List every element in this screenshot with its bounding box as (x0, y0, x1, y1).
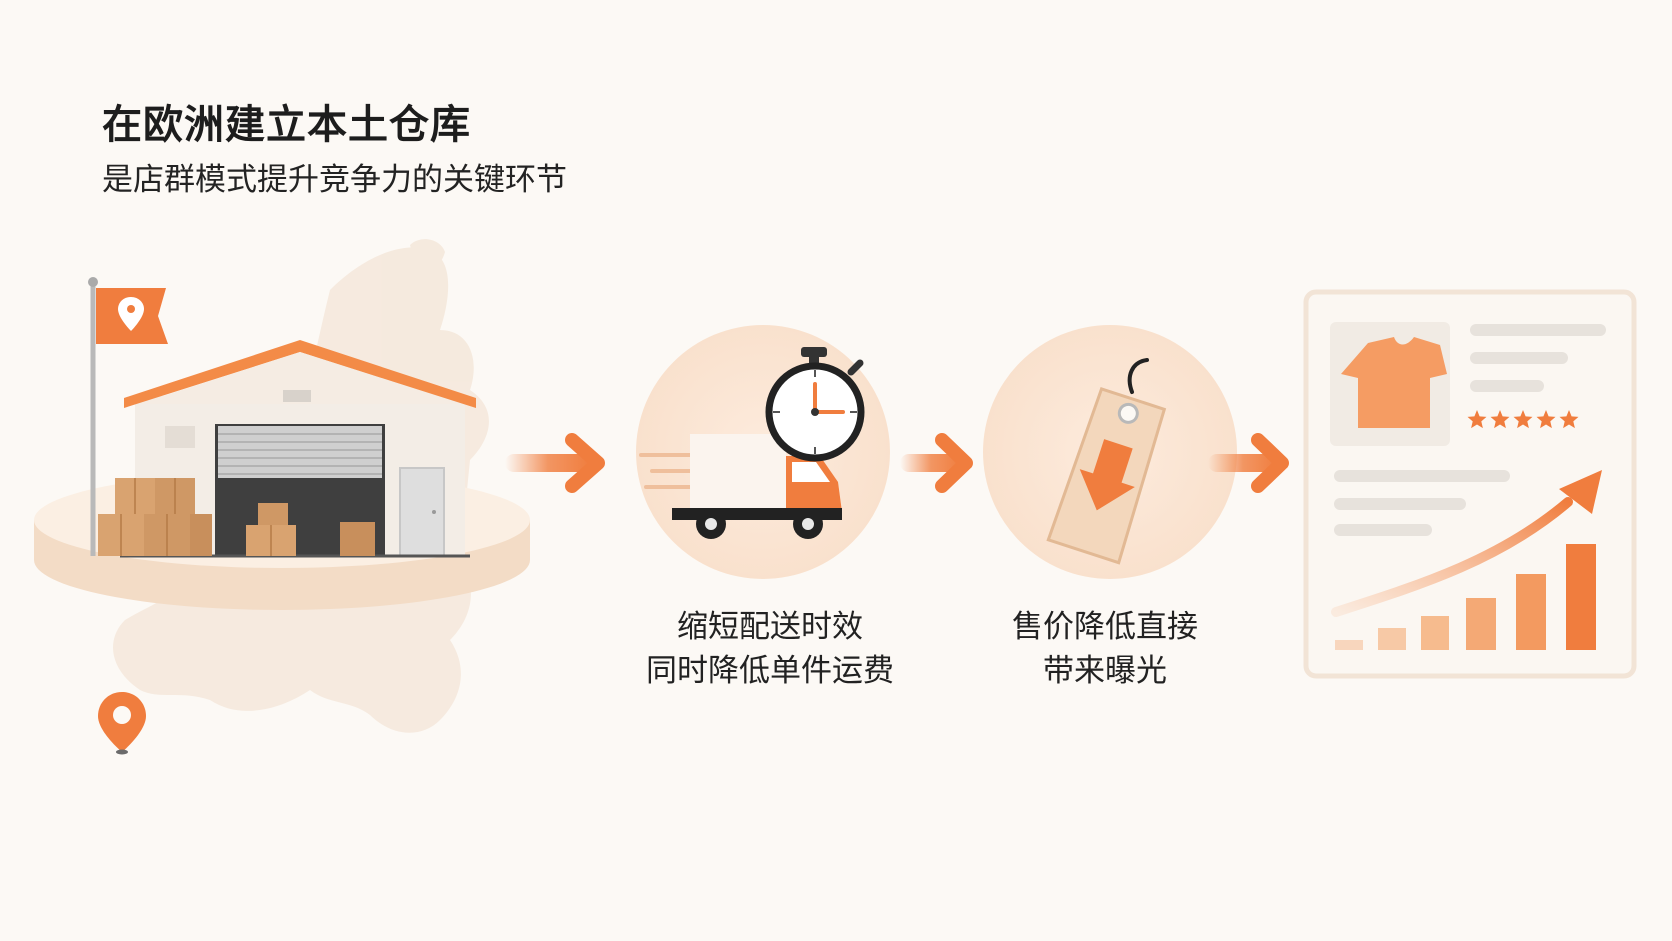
warehouse-icon (120, 340, 476, 558)
cardboard-boxes-icon (98, 478, 375, 556)
step-delivery-caption-line-2: 同时降低单件运费 (646, 653, 894, 689)
page-title: 在欧洲建立本土仓库 (102, 102, 471, 148)
growth-bars (1335, 544, 1596, 650)
map-pin-icon (98, 692, 146, 755)
star-icon (1467, 410, 1487, 429)
step-delivery-caption: 缩短配送时效 同时降低单件运费 (605, 605, 935, 693)
star-icon (1490, 410, 1510, 429)
step-price-caption: 售价降低直接 带来曝光 (945, 605, 1265, 693)
star-icon (1536, 410, 1556, 429)
flow-arrow-1-icon (505, 433, 605, 493)
step-price-caption-line-2: 带来曝光 (1043, 653, 1167, 689)
star-icon (1559, 410, 1579, 429)
step-delivery-caption-line-1: 缩短配送时效 (677, 609, 863, 645)
tshirt-icon (1341, 337, 1447, 428)
price-tag-down-arrow-icon (1046, 358, 1167, 565)
flow-arrow-3-icon (1208, 433, 1289, 493)
delivery-truck-stopwatch-icon (639, 347, 865, 539)
product-listing-card (1303, 289, 1637, 679)
star-icon (1513, 410, 1533, 429)
step-price-caption-line-1: 售价降低直接 (1012, 609, 1198, 645)
flow-arrow-2-icon (900, 433, 973, 493)
location-flag-icon (88, 277, 168, 556)
rating-stars (1467, 410, 1579, 429)
page-subtitle: 是店群模式提升竞争力的关键环节 (102, 162, 567, 198)
